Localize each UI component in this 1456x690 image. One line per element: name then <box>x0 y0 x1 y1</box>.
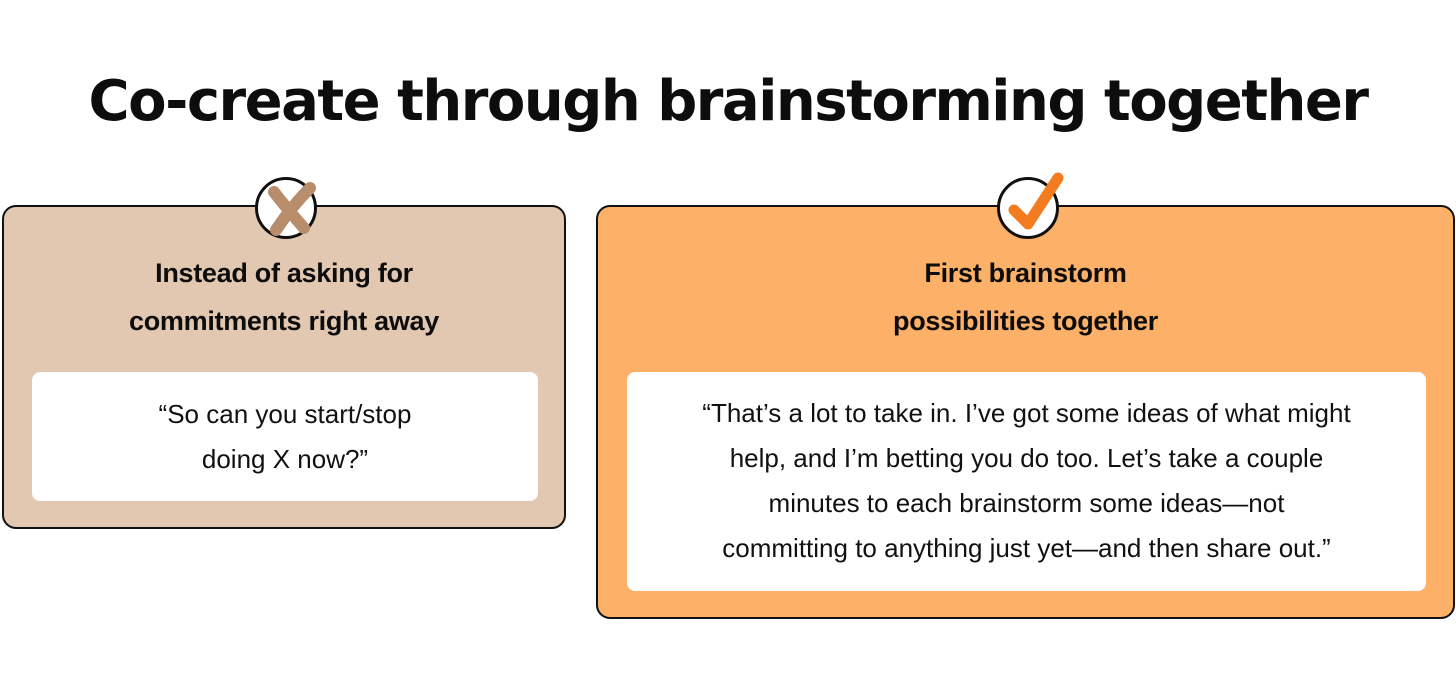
do-quote-line: committing to anything just yet—and then… <box>722 533 1331 563</box>
dont-card-heading: Instead of asking for commitments right … <box>4 249 564 345</box>
do-quote-line: help, and I’m betting you do too. Let’s … <box>729 443 1324 473</box>
dont-card: Instead of asking for commitments right … <box>2 177 566 529</box>
x-mark-icon <box>268 182 316 236</box>
dont-quote-line: “So can you start/stop <box>158 399 412 429</box>
dont-heading-line: Instead of asking for <box>155 258 413 288</box>
check-mark-icon <box>1008 172 1064 230</box>
do-quote-box: “That’s a lot to take in. I’ve got some … <box>627 372 1426 591</box>
do-heading-line: First brainstorm <box>924 258 1127 288</box>
page-title: Co-create through brainstorming together <box>88 69 1369 134</box>
do-card: First brainstorm possibilities together … <box>596 172 1455 619</box>
do-quote-line: minutes to each brainstorm some ideas—no… <box>768 488 1285 518</box>
do-quote-line: “That’s a lot to take in. I’ve got some … <box>702 398 1351 428</box>
dont-quote-line: doing X now?” <box>201 444 369 474</box>
do-card-heading: First brainstorm possibilities together <box>598 249 1453 345</box>
dont-heading-line: commitments right away <box>129 306 439 336</box>
x-mark-badge <box>255 177 317 239</box>
dont-quote-box: “So can you start/stop doing X now?” <box>32 372 538 501</box>
check-mark-badge <box>997 172 1064 239</box>
do-heading-line: possibilities together <box>893 306 1158 336</box>
